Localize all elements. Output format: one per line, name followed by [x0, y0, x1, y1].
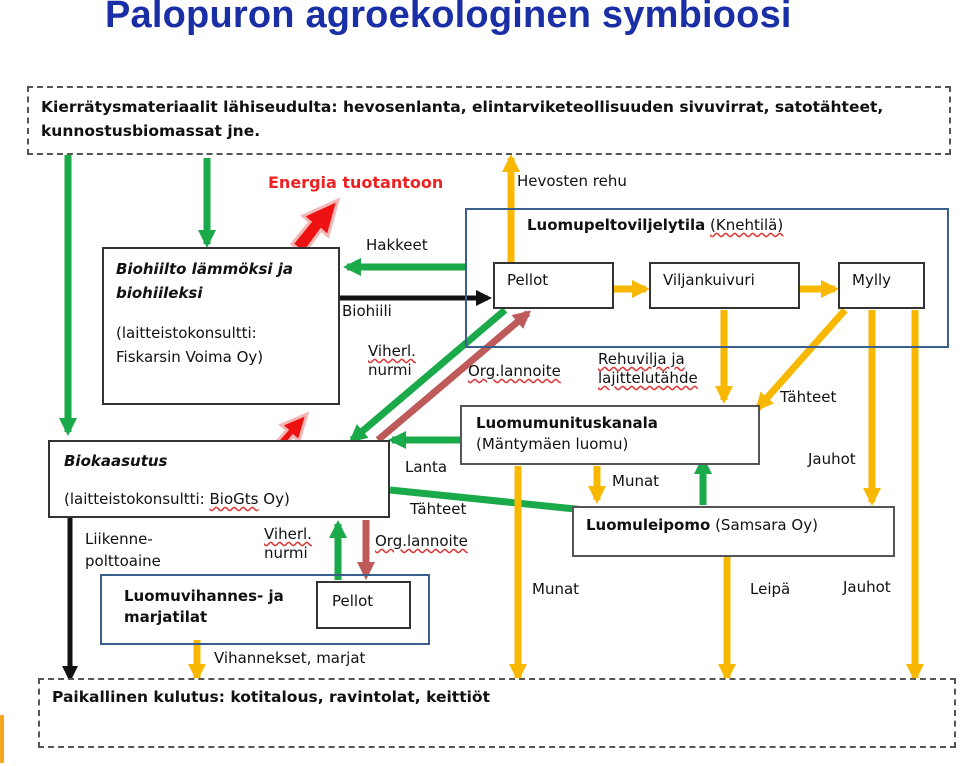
recycle-materials-text: Kierrätysmateriaalit lähiseudulta: hevos…	[41, 98, 884, 140]
vihannes-title-1: Luomuvihannes- ja	[124, 587, 284, 605]
label-rehuvilja-2: lajittelutähde	[598, 369, 698, 387]
yellow-arrows	[188, 154, 924, 682]
biokaasutus-sub: (laitteistokonsultti: BioGts Oy)	[64, 488, 374, 510]
label-tahteet-2: Tähteet	[410, 500, 467, 518]
farm-title: Luomupeltoviljelytila	[527, 216, 706, 234]
label-hevosten-rehu: Hevosten rehu	[517, 172, 627, 190]
label-leipa: Leipä	[750, 580, 791, 598]
energy-arrow-upper	[289, 197, 341, 256]
arrow-viherl-nurmi-1	[348, 307, 508, 443]
biohiilto-box: Biohiilto lämmöksi ja biohiileksi (laitt…	[102, 247, 340, 405]
label-biohiili: Biohiili	[342, 302, 392, 320]
label-liikenne-1: Liikenne-	[85, 530, 153, 548]
pellot-label: Pellot	[507, 271, 549, 289]
leipomo-owner: (Samsara Oy)	[715, 516, 818, 534]
consumption-box: Paikallinen kulutus: kotitalous, ravinto…	[38, 678, 956, 748]
pellot2-label: Pellot	[332, 592, 374, 610]
recycle-materials-box: Kierrätysmateriaalit lähiseudulta: hevos…	[27, 86, 951, 155]
green-arrows	[59, 152, 712, 580]
farm-container: Luomupeltoviljelytila (Knehtilä)	[465, 208, 949, 348]
mylly-box: Mylly	[838, 262, 925, 309]
label-hakkeet: Hakkeet	[366, 236, 428, 254]
label-liikennepolttoaine: Liikenne- polttoaine	[85, 528, 161, 572]
arrow-org-lannoite-1	[375, 310, 532, 443]
viljankuivuri-box: Viljankuivuri	[649, 262, 800, 309]
consumption-text: Paikallinen kulutus: kotitalous, ravinto…	[52, 688, 490, 706]
viljankuivuri-label: Viljankuivuri	[663, 271, 755, 289]
leipomo-title: Luomuleipomo	[586, 516, 711, 534]
label-vihannekset: Vihannekset, marjat	[214, 649, 366, 667]
vihannes-title-2: marjatilat	[124, 608, 208, 626]
biohiilto-title-1: Biohiilto lämmöksi ja	[116, 260, 294, 278]
leipomo-box: Luomuleipomo (Samsara Oy)	[572, 506, 895, 557]
label-liikenne-2: polttoaine	[85, 552, 161, 570]
pellot2-box: Pellot	[316, 581, 411, 629]
biokaasutus-title: Biokaasutus	[64, 452, 168, 470]
label-rehuvilja-1: Rehuvilja ja	[598, 350, 685, 368]
kanala-owner: (Mäntymäen luomu)	[476, 435, 629, 453]
label-munat-2: Munat	[532, 580, 580, 598]
biohiilto-sub-2: Fiskarsin Voima Oy)	[116, 348, 264, 366]
mylly-label: Mylly	[852, 271, 892, 289]
arrow-tahteet-mylly	[755, 307, 848, 411]
biohiilto-title-2: biohiileksi	[116, 284, 203, 302]
label-viherl-2: Viherl. nurmi	[264, 525, 312, 563]
pellot-box: Pellot	[493, 262, 614, 309]
page-title: Palopuron agroekologinen symbioosi	[105, 0, 792, 36]
biokaasutus-box: Biokaasutus (laitteistokonsultti: BioGts…	[48, 440, 390, 518]
kanala-title: Luomumunituskanala	[476, 414, 658, 432]
black-arrows	[62, 290, 492, 682]
label-org-lannoite-2: Org.lannoite	[375, 532, 468, 550]
label-viherl-2-b: nurmi	[264, 544, 308, 562]
farm-title-row: Luomupeltoviljelytila (Knehtilä)	[527, 216, 783, 234]
biokaasutus-sub-1: (laitteistokonsultti:	[64, 490, 205, 508]
label-lanta: Lanta	[405, 458, 448, 476]
label-viherl-2-a: Viherl.	[264, 525, 312, 543]
arrow-tahteet-to-leipomo	[389, 486, 586, 514]
farm-owner: (Knehtilä)	[710, 216, 784, 234]
biokaasutus-sub-2: BioGts	[209, 490, 259, 508]
label-org-lannoite-1: Org.lannoite	[468, 362, 561, 380]
label-rehuvilja: Rehuvilja ja lajittelutähde	[598, 350, 698, 388]
vihannes-container: Luomuvihannes- ja marjatilat	[100, 574, 430, 645]
label-viherl-1-b: nurmi	[368, 361, 412, 379]
label-energia: Energia tuotantoon	[268, 173, 444, 192]
label-jauhot-1: Jauhot	[808, 450, 856, 468]
label-viherl-1-a: Viherl.	[368, 342, 416, 360]
label-tahteet-1: Tähteet	[780, 388, 837, 406]
biokaasutus-sub-3: Oy)	[263, 490, 290, 508]
label-munat-1: Munat	[612, 472, 660, 490]
label-viherl-1: Viherl. nurmi	[368, 342, 416, 380]
biohiilto-sub-1: (laitteistokonsultti:	[116, 324, 257, 342]
kanala-box: Luomumunituskanala (Mäntymäen luomu)	[460, 405, 760, 465]
label-jauhot-2: Jauhot	[843, 578, 891, 596]
slide-accent-bar	[0, 715, 4, 763]
brown-arrows	[357, 310, 532, 580]
